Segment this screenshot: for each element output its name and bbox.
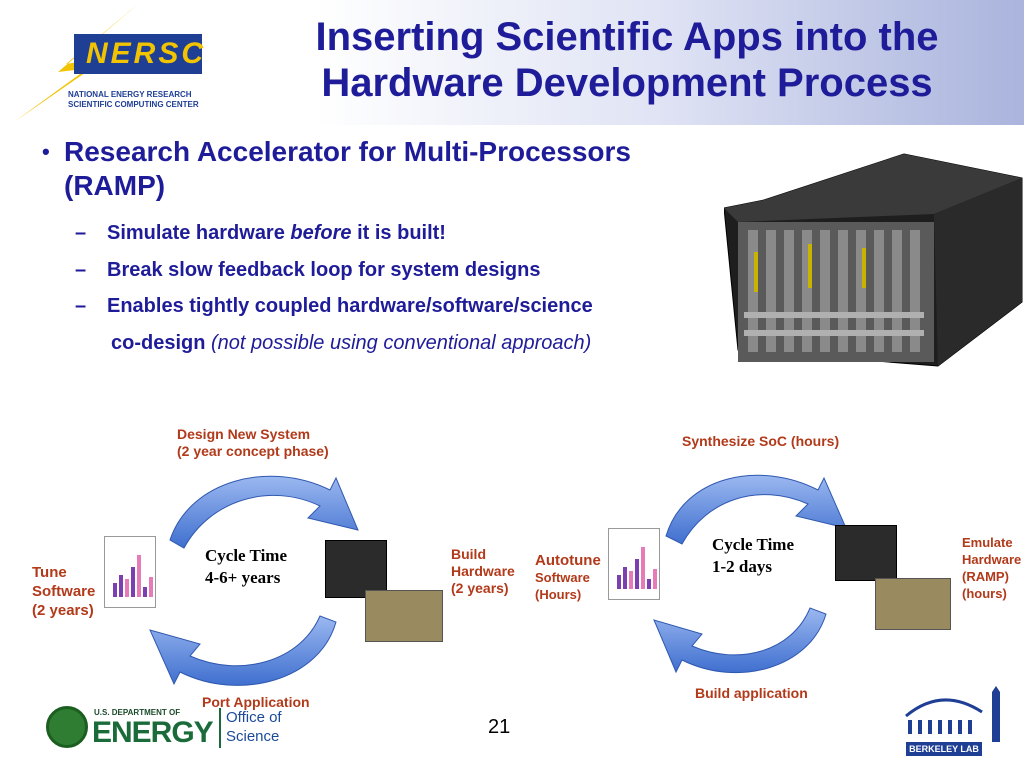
nersc-wordmark: NERSC	[86, 37, 207, 70]
left-cycle-time: Cycle Time 4-6+ years	[205, 545, 287, 589]
left-right-label: Build Hardware (2 years)	[451, 546, 515, 597]
right-cycle-time-line-1: Cycle Time	[712, 535, 794, 554]
doe-wordmark: ENERGY	[92, 716, 214, 749]
title-line-2: Hardware Development Process	[321, 61, 933, 105]
sub-bullet-3: –Enables tightly coupled hardware/softwa…	[75, 294, 593, 318]
left-right-label-line-1: Build	[451, 546, 486, 562]
right-left-label-line-1: Autotune	[535, 552, 601, 569]
left-left-label-line-1: Tune	[32, 564, 67, 581]
left-left-label-line-2: Software	[32, 583, 96, 600]
sub-bullet-1-emphasis: before	[290, 222, 352, 244]
right-benchmark-chart-image	[608, 528, 660, 600]
bullet-dot-icon: •	[42, 139, 50, 164]
sub-bullet-1-pre: Simulate hardware	[107, 222, 291, 244]
left-top-label: Design New System (2 year concept phase)	[177, 426, 329, 460]
berkeley-lab-label: BERKELEY LAB	[906, 742, 982, 756]
doe-office-of-science-logo: U.S. DEPARTMENT OF ENERGY Office of Scie…	[46, 706, 286, 750]
left-cycle-time-line-2: 4-6+ years	[205, 568, 281, 587]
office-of-science-text: Office of Science	[226, 708, 282, 746]
right-left-label-line-2: Software	[535, 570, 590, 585]
right-server-rack-image	[835, 525, 897, 581]
right-top-label: Synthesize SoC (hours)	[682, 433, 840, 449]
berkeley-lab-logo: BERKELEY LAB	[902, 686, 1014, 758]
doe-seal-icon	[46, 706, 88, 748]
sub-bullet-3-continued: co-design (not possible using convention…	[111, 331, 591, 355]
office-of-science-line-1: Office of	[226, 709, 282, 726]
right-bottom-label: Build application	[695, 685, 808, 701]
codesign-note: (not possible using conventional approac…	[211, 332, 592, 354]
office-of-science-line-2: Science	[226, 728, 280, 745]
doe-divider	[219, 708, 221, 748]
left-server-rack-image	[325, 540, 387, 598]
doe-small-text: U.S. DEPARTMENT OF	[94, 708, 181, 717]
right-left-label: Autotune Software (Hours)	[535, 552, 601, 603]
right-right-label-line-4: (hours)	[962, 586, 1007, 601]
left-circuit-board-image	[365, 590, 443, 642]
nersc-subtitle: NATIONAL ENERGY RESEARCH SCIENTIFIC COMP…	[68, 90, 199, 110]
main-bullet-line-2: (RAMP)	[64, 170, 166, 201]
right-circuit-board-image	[875, 578, 951, 630]
right-right-label-line-1: Emulate	[962, 535, 1013, 550]
nersc-subtitle-line-1: NATIONAL ENERGY RESEARCH	[68, 90, 192, 99]
dash-icon: –	[75, 259, 87, 281]
left-right-label-line-3: (2 years)	[451, 580, 509, 596]
left-benchmark-chart-image	[104, 536, 156, 608]
sub-bullet-1-post: it is built!	[351, 222, 446, 244]
nersc-logo: NERSC NATIONAL ENERGY RESEARCH SCIENTIFI…	[6, 4, 216, 124]
right-cycle-arrows	[653, 474, 847, 674]
right-right-label-line-3: (RAMP)	[962, 569, 1009, 584]
codesign-text: co-design	[111, 332, 206, 354]
nersc-subtitle-line-2: SCIENTIFIC COMPUTING CENTER	[68, 100, 199, 109]
server-chassis-image	[724, 153, 1023, 367]
berkeley-lab-building-icon	[905, 686, 1000, 742]
sub-bullet-2: –Break slow feedback loop for system des…	[75, 258, 540, 282]
dash-icon: –	[75, 295, 87, 317]
left-top-label-line-2: (2 year concept phase)	[177, 443, 329, 459]
page-number: 21	[488, 716, 511, 738]
left-right-label-line-2: Hardware	[451, 563, 515, 579]
left-bottom-label: Port Application	[202, 694, 310, 710]
main-bullet-line-1: Research Accelerator for Multi-Processor…	[64, 136, 631, 167]
right-right-label: Emulate Hardware (RAMP) (hours)	[962, 534, 1021, 602]
right-cycle-time-line-2: 1-2 days	[712, 557, 772, 576]
slide-title: Inserting Scientific Apps into the Hardw…	[232, 14, 1022, 106]
main-bullet-text: Research Accelerator for Multi-Processor…	[64, 135, 764, 203]
title-line-1: Inserting Scientific Apps into the	[315, 15, 939, 59]
nersc-box	[74, 34, 202, 74]
title-background	[220, 0, 1024, 125]
left-cycle-arrows	[149, 475, 359, 686]
sub-bullet-3-text: Enables tightly coupled hardware/softwar…	[107, 295, 593, 317]
left-left-label: Tune Software (2 years)	[32, 563, 95, 620]
right-left-label-line-3: (Hours)	[535, 587, 582, 602]
left-left-label-line-3: (2 years)	[32, 602, 94, 619]
left-top-label-line-1: Design New System	[177, 426, 311, 442]
sub-bullet-1: –Simulate hardware before it is built!	[75, 221, 446, 245]
left-cycle-time-line-1: Cycle Time	[205, 546, 287, 565]
right-cycle-time: Cycle Time 1-2 days	[712, 534, 794, 578]
right-right-label-line-2: Hardware	[962, 552, 1022, 567]
sub-bullet-2-text: Break slow feedback loop for system desi…	[107, 259, 541, 281]
dash-icon: –	[75, 222, 87, 244]
